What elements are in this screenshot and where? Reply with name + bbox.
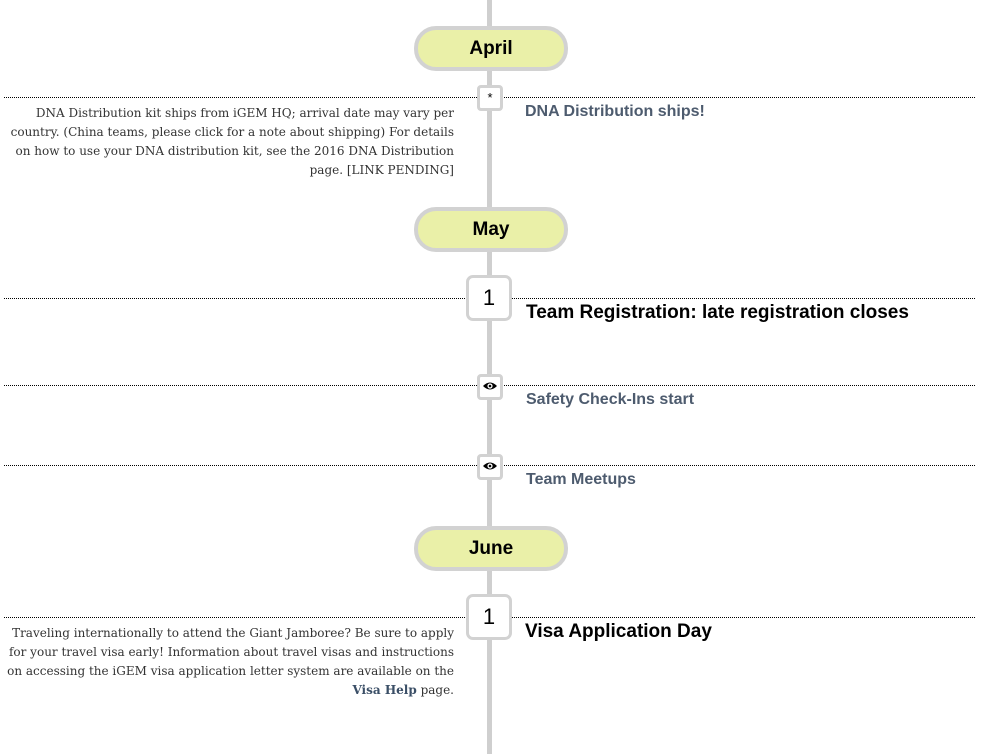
safety-checkins-title[interactable]: Safety Check-Ins start (526, 391, 695, 408)
event-date-marker: 1 (466, 275, 512, 321)
dna-distribution-title[interactable]: DNA Distribution ships! (525, 103, 705, 120)
visa-application-title: Visa Application Day (525, 621, 712, 642)
eye-icon (477, 454, 503, 480)
event-marker-asterisk: * (477, 85, 503, 111)
visa-description-text: Traveling internationally to attend the … (7, 626, 454, 678)
visa-application-description: Traveling internationally to attend the … (6, 624, 454, 700)
team-meetups-title[interactable]: Team Meetups (526, 471, 636, 488)
visa-help-link[interactable]: Visa Help (352, 683, 417, 697)
event-date-marker: 1 (466, 594, 512, 640)
month-june: June (414, 526, 568, 571)
eye-icon (477, 374, 503, 400)
month-april: April (414, 26, 568, 71)
team-registration-title: Team Registration: late registration clo… (526, 302, 909, 323)
dna-distribution-description: DNA Distribution kit ships from iGEM HQ;… (10, 106, 454, 177)
month-may: May (414, 207, 568, 252)
visa-description-end: page. (416, 683, 454, 697)
